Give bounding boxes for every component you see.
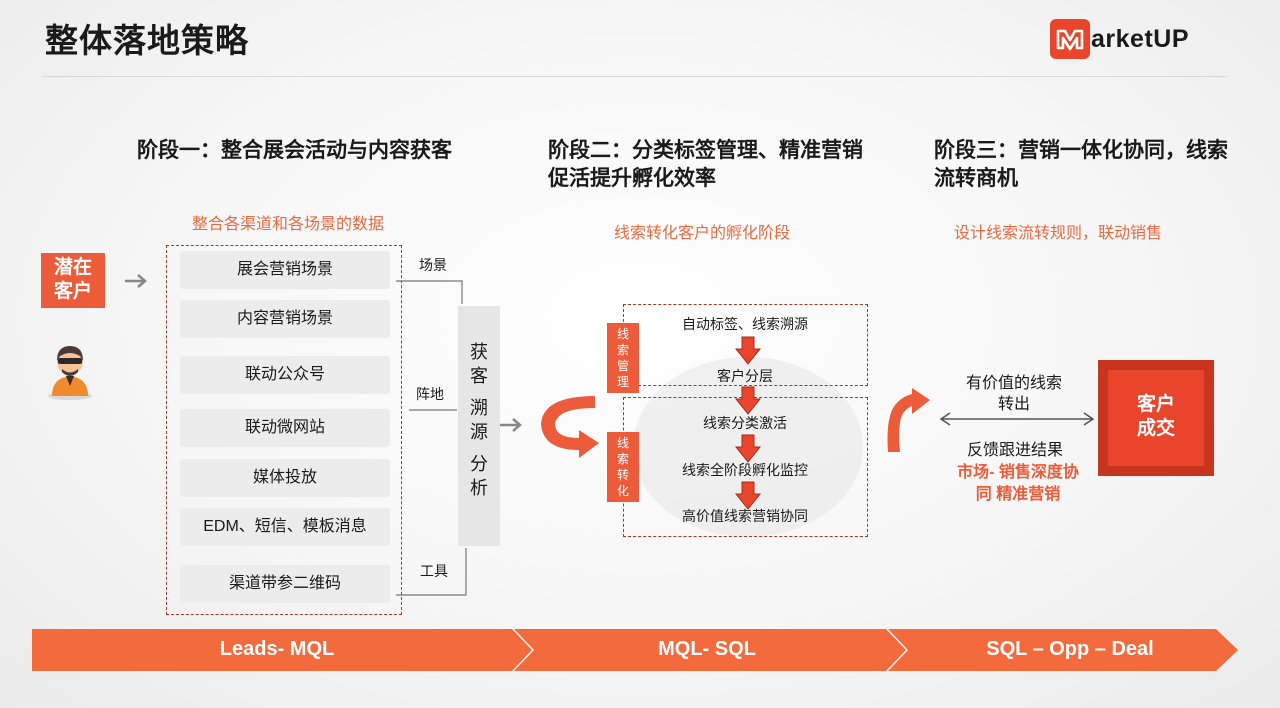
deal-line2: 成交 — [1136, 418, 1175, 439]
deal-line1: 客户 — [1136, 394, 1175, 415]
stage2-subtitle: 线索转化客户的孵化阶段 — [614, 225, 791, 242]
logo-text: arketUP — [1091, 24, 1189, 53]
acquire-char: 分 — [470, 454, 488, 474]
logo-m-icon — [1050, 19, 1090, 59]
label-scene: 场景 — [419, 257, 447, 273]
down-arrow-icon — [734, 336, 762, 365]
highlight-line1: 市场- 销售深度协 — [957, 464, 1079, 481]
label-char: 线 — [616, 436, 629, 450]
channel-microsite: 联动微网站 — [180, 409, 390, 447]
acquire-analysis-column: 获 客 溯 源 分 析 — [458, 306, 500, 546]
bidirectional-arrow-icon — [939, 412, 1095, 426]
step-customer-layer: 客户分层 — [717, 368, 773, 384]
cycle-arrow-icon — [541, 396, 599, 458]
acquire-char: 获 — [470, 342, 488, 362]
potential-customer-tag: 潜在 客户 — [41, 253, 105, 308]
step-auto-tag: 自动标签、线索溯源 — [682, 316, 808, 332]
acquire-char: 析 — [470, 478, 488, 498]
acquire-char: 溯 — [470, 398, 488, 418]
stage3-title: 阶段三：营销一体化协同，线索 流转商机 — [934, 137, 1228, 193]
arrow-right-icon — [125, 274, 147, 288]
label-char: 索 — [616, 452, 629, 466]
acquire-char: 源 — [470, 422, 488, 442]
highlight-line2: 同 精准营销 — [975, 486, 1061, 503]
channel-qrcode: 渠道带参二维码 — [180, 565, 390, 603]
band-segment-3 — [888, 629, 1238, 671]
channel-exhibition: 展会营销场景 — [180, 251, 390, 289]
lead-conversion-label: 线 索 转 化 — [607, 432, 639, 502]
stage2-title-line2: 促活提升孵化效率 — [548, 167, 716, 190]
valuable-lead-text: 有价值的线索 转出 — [944, 373, 1084, 415]
label-char: 索 — [616, 343, 629, 357]
connector-lines — [396, 280, 467, 596]
collaboration-highlight: 市场- 销售深度协 同 精准营销 — [944, 462, 1092, 506]
step-high-value-collab: 高价值线索营销协同 — [682, 508, 808, 524]
down-arrow-icon — [734, 481, 762, 510]
customer-deal-inner: 客户 成交 — [1108, 370, 1204, 466]
stage1-title: 阶段一：整合展会活动与内容获客 — [137, 139, 452, 162]
label-char: 管 — [616, 359, 629, 373]
customer-deal-box: 客户 成交 — [1098, 360, 1214, 476]
down-arrow-icon — [734, 386, 762, 415]
label-tool: 工具 — [420, 563, 448, 579]
stage1-subtitle: 整合各渠道和各场景的数据 — [192, 216, 385, 233]
marketup-logo: arketUP — [1050, 19, 1189, 59]
cycle-arrow-icon — [887, 388, 930, 452]
step-lead-monitoring: 线索全阶段孵化监控 — [682, 462, 808, 478]
channels-dashed-box — [166, 245, 402, 615]
step-lead-activation: 线索分类激活 — [703, 415, 787, 431]
lead-management-label: 线 索 管 理 — [607, 323, 639, 393]
feedback-text: 反馈跟进结果 — [966, 442, 1063, 459]
stage2-title-line1: 阶段二：分类标签管理、精准营销 — [548, 139, 863, 162]
band-label-mql-sql: MQL- SQL — [658, 638, 756, 660]
potential-customer-line1: 潜在 — [53, 257, 92, 278]
valuable-line2: 转出 — [997, 396, 1030, 413]
label-char: 化 — [616, 484, 629, 498]
valuable-line1: 有价值的线索 — [965, 375, 1062, 392]
label-position: 阵地 — [416, 386, 444, 402]
label-char: 理 — [616, 375, 629, 389]
label-char: 转 — [616, 468, 629, 482]
page-title: 整体落地策略 — [45, 22, 249, 59]
customer-avatar-icon — [48, 346, 92, 400]
stage3-title-line2: 流转商机 — [934, 167, 1018, 190]
band-segment-1 — [32, 629, 532, 671]
down-arrow-icon — [734, 434, 762, 463]
stage-band — [32, 629, 1238, 671]
channel-content: 内容营销场景 — [180, 300, 390, 338]
channel-edm: EDM、短信、模板消息 — [180, 508, 390, 546]
channel-official-account: 联动公众号 — [180, 356, 390, 394]
potential-customer-line2: 客户 — [53, 281, 92, 302]
arrow-right-icon — [500, 418, 522, 432]
stage3-title-line1: 阶段三：营销一体化协同，线索 — [934, 139, 1228, 162]
label-char: 线 — [616, 327, 629, 341]
band-segment-2 — [514, 629, 906, 671]
stage3-subtitle: 设计线索流转规则，联动销售 — [954, 225, 1163, 242]
stage2-title: 阶段二：分类标签管理、精准营销 促活提升孵化效率 — [548, 137, 863, 193]
acquire-char: 客 — [470, 366, 488, 386]
title-divider — [42, 76, 1227, 77]
band-label-leads-mql: Leads- MQL — [219, 638, 335, 660]
channel-media: 媒体投放 — [180, 459, 390, 497]
band-label-sql-opp-deal: SQL – Opp – Deal — [986, 638, 1154, 660]
